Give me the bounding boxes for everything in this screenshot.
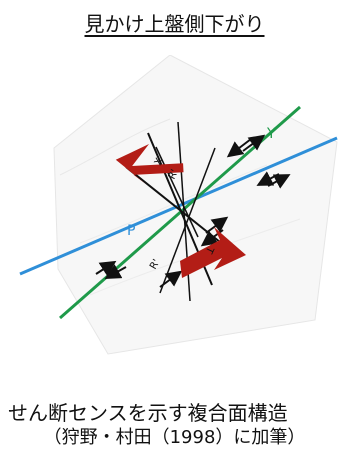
t-label: T xyxy=(202,244,215,256)
diagram-title: 見かけ上盤側下がり xyxy=(0,8,349,37)
lower-shear-arrow xyxy=(180,227,246,278)
x-label: X xyxy=(153,156,166,167)
upper-shear-arrow xyxy=(115,144,184,185)
p-label: P xyxy=(127,223,135,239)
r-prime-label-upper: R' xyxy=(167,168,181,181)
r-prime-label-lower: R' xyxy=(148,258,162,272)
caption-line-1: せん断センスを示す複合面構造 xyxy=(8,401,288,425)
shear-sense-diagram: P Y X R' T R' xyxy=(19,55,338,355)
y-label: Y xyxy=(266,126,276,142)
rock-slab xyxy=(53,55,338,355)
caption-line-2: （狩野・村田（1998）に加筆） xyxy=(43,427,306,448)
diagram-title-text: 見かけ上盤側下がり xyxy=(84,12,265,36)
